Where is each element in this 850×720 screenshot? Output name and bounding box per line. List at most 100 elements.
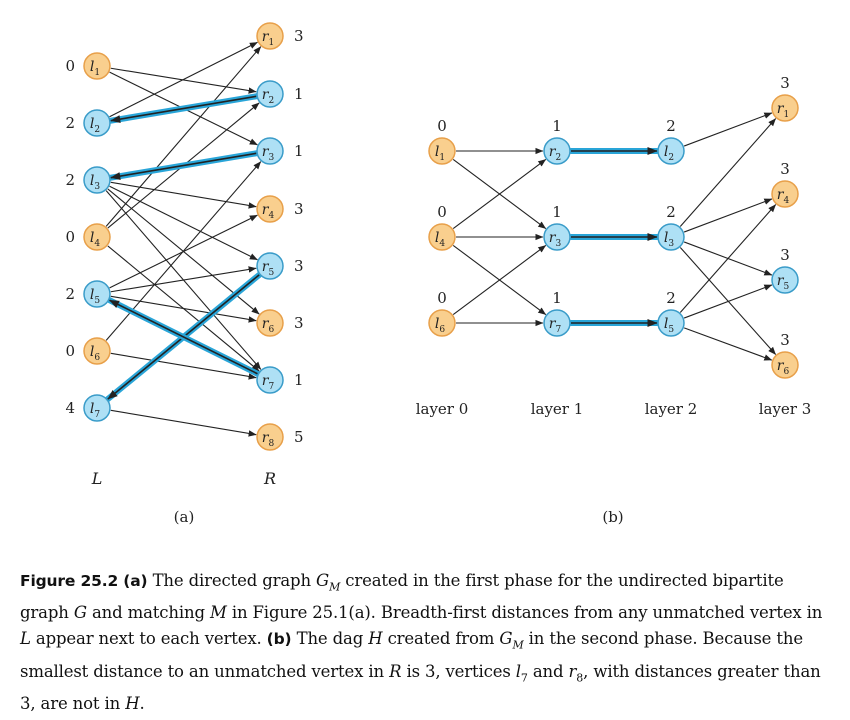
node-label-l5: l5: [90, 287, 100, 306]
distance-r8: 5: [294, 428, 304, 446]
distance-r6: 3: [780, 331, 790, 349]
node-l5: l5 2: [65, 280, 111, 308]
edge-l6-r7: [110, 352, 257, 380]
node-l2: l2 2: [65, 109, 111, 137]
layer-label-2: layer 2: [645, 400, 698, 418]
caption-math: H: [125, 693, 140, 713]
caption-text: in the second phase. Because the smalles…: [20, 629, 803, 681]
caption-text: .: [139, 693, 145, 713]
node-label-l3: l3: [664, 230, 674, 249]
layer-label-3: layer 3: [759, 400, 812, 418]
right-column-label: R: [263, 469, 276, 488]
caption-part-a-marker: (a): [123, 572, 148, 590]
caption-text: in Figure 25.1(a). Breadth-first distanc…: [226, 603, 823, 623]
dag-edge-l5-r4: [679, 204, 777, 313]
node-r7: r71: [543, 289, 571, 337]
node-circle: [657, 309, 685, 337]
node-label-l4: l4: [90, 230, 100, 249]
distance-r7: 1: [294, 371, 304, 389]
distance-l6: 0: [65, 342, 75, 360]
node-l5: l5 2: [657, 289, 685, 337]
layer-label-1: layer 1: [531, 400, 584, 418]
dag-edge-l3-r4: [683, 198, 773, 233]
distance-l4: 0: [437, 203, 447, 221]
node-circle: [543, 309, 571, 337]
distance-r2: 1: [294, 85, 304, 103]
node-circle: [256, 252, 284, 280]
node-circle: [83, 337, 111, 365]
caption-text: , with distances greater than 3, are not…: [20, 661, 821, 713]
caption-math: 8: [576, 670, 584, 684]
node-l3: l32: [657, 203, 685, 251]
caption-math: G: [499, 629, 513, 649]
node-r4: r43: [771, 160, 799, 208]
distance-r7: 1: [552, 289, 562, 307]
caption-text: The dag: [291, 629, 369, 649]
node-label-l5: l5: [664, 316, 674, 335]
caption-math: 7: [520, 670, 528, 684]
node-circle: [256, 80, 284, 108]
node-l3: l32: [65, 166, 111, 194]
node-circle: [83, 394, 111, 422]
node-circle: [428, 223, 456, 251]
node-l6: l60: [428, 289, 456, 337]
dag-edge-l3-r1: [679, 118, 777, 227]
caption-math: M: [329, 580, 341, 594]
caption-math: R: [389, 661, 402, 681]
node-circle: [256, 195, 284, 223]
distance-l1: 0: [437, 117, 447, 135]
node-label-l1: l1: [90, 59, 100, 78]
distance-r4: 3: [780, 160, 790, 178]
caption-text: created from: [382, 629, 500, 649]
node-circle: [657, 137, 685, 165]
edge-l5-r6: [110, 295, 257, 323]
node-label-l2: l2: [90, 116, 100, 135]
node-circle: [543, 223, 571, 251]
node-circle: [83, 52, 111, 80]
node-label-l6: l6: [435, 316, 445, 335]
dag-edge-l2-r1: [683, 112, 773, 147]
distance-l2: 2: [65, 114, 75, 132]
node-circle: [657, 223, 685, 251]
node-r1: r13: [771, 74, 799, 122]
distance-l7: 4: [65, 399, 75, 417]
distance-r2: 1: [552, 117, 562, 135]
caption-text: appear next to each vertex.: [30, 629, 267, 649]
caption-math: l: [515, 661, 521, 681]
edge-l3-r5: [109, 185, 258, 261]
figure-caption: Figure 25.2 (a) The directed graph GM cr…: [20, 568, 836, 717]
node-r2: r21: [543, 117, 571, 165]
part-a-label: (a): [174, 508, 195, 526]
dag-edge-l4-r2: [452, 158, 547, 230]
node-l2: l22: [657, 117, 685, 165]
distance-l4: 0: [65, 228, 75, 246]
matched-edge-r7-l5: [109, 299, 258, 375]
caption-text: is 3, vertices: [401, 661, 516, 681]
caption-text: created in the first phase for the undir…: [20, 571, 784, 623]
distance-l5: 2: [666, 289, 676, 307]
part-b-label: (b): [602, 508, 623, 526]
distance-r5: 3: [780, 246, 790, 264]
caption-math: M: [209, 603, 227, 623]
distance-l5: 2: [65, 285, 75, 303]
caption-text: and matching: [86, 603, 210, 623]
node-label-l4: l4: [435, 230, 445, 249]
node-circle: [428, 309, 456, 337]
node-l4: l4 0: [428, 203, 456, 251]
node-circle: [543, 137, 571, 165]
distance-l3: 2: [65, 171, 75, 189]
dag-edge-l5-r5: [683, 284, 773, 319]
caption-math: M: [512, 638, 524, 652]
node-circle: [83, 166, 111, 194]
node-circle: [256, 22, 284, 50]
node-circle: [771, 351, 799, 379]
left-column-label: L: [91, 469, 103, 488]
edge-l2-r1: [109, 41, 258, 118]
node-l1: l10: [428, 117, 456, 165]
